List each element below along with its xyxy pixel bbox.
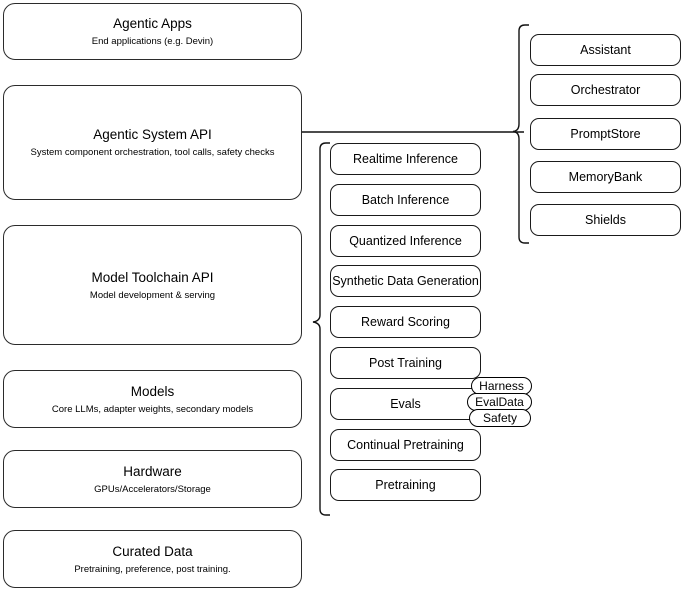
component-label: Post Training xyxy=(369,355,442,370)
layer-hardware[interactable]: Hardware GPUs/Accelerators/Storage xyxy=(3,450,302,508)
layer-subtitle: Pretraining, preference, post training. xyxy=(74,563,231,575)
component-label: MemoryBank xyxy=(568,169,643,184)
component-shields[interactable]: Shields xyxy=(530,204,681,236)
evals-tag-safety[interactable]: Safety xyxy=(469,409,531,427)
component-assistant[interactable]: Assistant xyxy=(530,34,681,66)
component-synthetic-data-generation[interactable]: Synthetic Data Generation xyxy=(330,265,481,297)
component-label: Quantized Inference xyxy=(349,233,462,248)
component-batch-inference[interactable]: Batch Inference xyxy=(330,184,481,216)
component-post-training[interactable]: Post Training xyxy=(330,347,481,379)
component-quantized-inference[interactable]: Quantized Inference xyxy=(330,225,481,257)
component-label: Realtime Inference xyxy=(353,151,458,166)
component-label: Evals xyxy=(390,396,421,411)
layer-title: Agentic System API xyxy=(93,127,212,142)
component-label: PromptStore xyxy=(570,126,641,141)
layer-models[interactable]: Models Core LLMs, adapter weights, secon… xyxy=(3,370,302,428)
layer-curated-data[interactable]: Curated Data Pretraining, preference, po… xyxy=(3,530,302,588)
component-realtime-inference[interactable]: Realtime Inference xyxy=(330,143,481,175)
evals-tag-label: EvalData xyxy=(475,395,524,409)
evals-tag-label: Safety xyxy=(482,411,518,425)
component-label: Synthetic Data Generation xyxy=(332,273,479,288)
component-orchestrator[interactable]: Orchestrator xyxy=(530,74,681,106)
component-label: Orchestrator xyxy=(570,82,641,97)
layer-subtitle: Core LLMs, adapter weights, secondary mo… xyxy=(51,403,254,415)
layer-subtitle: System component orchestration, tool cal… xyxy=(30,147,275,158)
layer-agentic-apps[interactable]: Agentic Apps End applications (e.g. Devi… xyxy=(3,3,302,60)
component-continual-pretraining[interactable]: Continual Pretraining xyxy=(330,429,481,461)
component-memorybank[interactable]: MemoryBank xyxy=(530,161,681,193)
component-label: Batch Inference xyxy=(361,192,450,207)
layer-subtitle: Model development & serving xyxy=(89,289,216,301)
component-label: Continual Pretraining xyxy=(347,437,464,452)
layer-title: Model Toolchain API xyxy=(91,269,214,285)
component-promptstore[interactable]: PromptStore xyxy=(530,118,681,150)
component-label: Reward Scoring xyxy=(361,314,450,329)
layer-subtitle: GPUs/Accelerators/Storage xyxy=(94,483,211,495)
component-pretraining[interactable]: Pretraining xyxy=(330,469,481,501)
model-toolchain-brace xyxy=(312,142,330,516)
component-evals[interactable]: Evals xyxy=(330,388,481,420)
component-label: Pretraining xyxy=(375,477,436,492)
component-label: Assistant xyxy=(580,42,631,57)
layer-title: Agentic Apps xyxy=(113,16,192,31)
agentic-system-brace xyxy=(512,24,529,244)
layer-title: Hardware xyxy=(123,463,182,479)
layer-subtitle: End applications (e.g. Devin) xyxy=(91,36,214,47)
layer-model-toolchain-api[interactable]: Model Toolchain API Model development & … xyxy=(3,225,302,345)
component-reward-scoring[interactable]: Reward Scoring xyxy=(330,306,481,338)
layer-title: Curated Data xyxy=(112,543,193,559)
layer-agentic-system-api[interactable]: Agentic System API System component orch… xyxy=(3,85,302,200)
evals-tag-label: Harness xyxy=(479,379,524,393)
layer-title: Models xyxy=(130,383,175,399)
component-label: Shields xyxy=(585,212,626,227)
